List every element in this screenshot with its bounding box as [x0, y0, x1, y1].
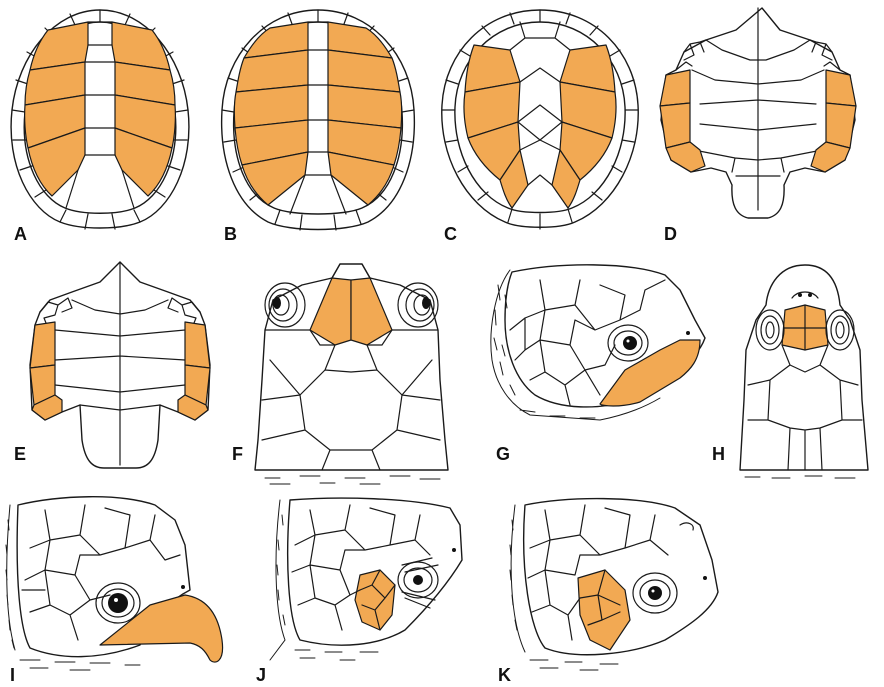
nostril-icon — [686, 331, 690, 335]
panel-a-carapace — [11, 10, 189, 229]
nostril-icon — [703, 576, 707, 580]
panel-h-head — [740, 265, 868, 478]
inframarginal-scutes-right — [826, 70, 856, 106]
panel-label-j: J — [256, 665, 266, 685]
panel-k-head-lateral — [510, 499, 718, 670]
panel-label-a: A — [14, 224, 27, 244]
panel-label-e: E — [14, 444, 26, 464]
panel-e-plastron — [30, 262, 210, 468]
nostril-icon — [452, 548, 456, 552]
eye-icon — [96, 583, 140, 623]
panel-b-carapace — [222, 10, 415, 230]
panel-label-h: H — [712, 444, 725, 464]
inframarginal-scutes-left — [660, 70, 690, 106]
panel-label-c: C — [444, 224, 457, 244]
panel-g-head-lateral — [491, 265, 705, 420]
nostril-icon — [181, 585, 185, 589]
eye-icon — [608, 325, 648, 361]
panel-c-carapace — [442, 10, 638, 229]
panel-i-head-lateral — [6, 497, 223, 670]
inframarginal-scutes-left — [30, 322, 55, 368]
panel-label-d: D — [664, 224, 677, 244]
panel-d-plastron — [660, 8, 856, 218]
inframarginal-scutes-right — [185, 322, 210, 368]
panel-label-k: K — [498, 665, 511, 685]
panel-label-i: I — [10, 665, 15, 685]
panel-label-f: F — [232, 444, 243, 464]
panel-label-b: B — [224, 224, 237, 244]
panel-j-head-lateral — [270, 498, 462, 660]
panel-label-g: G — [496, 444, 510, 464]
panel-f-head-dorsal — [255, 264, 448, 484]
